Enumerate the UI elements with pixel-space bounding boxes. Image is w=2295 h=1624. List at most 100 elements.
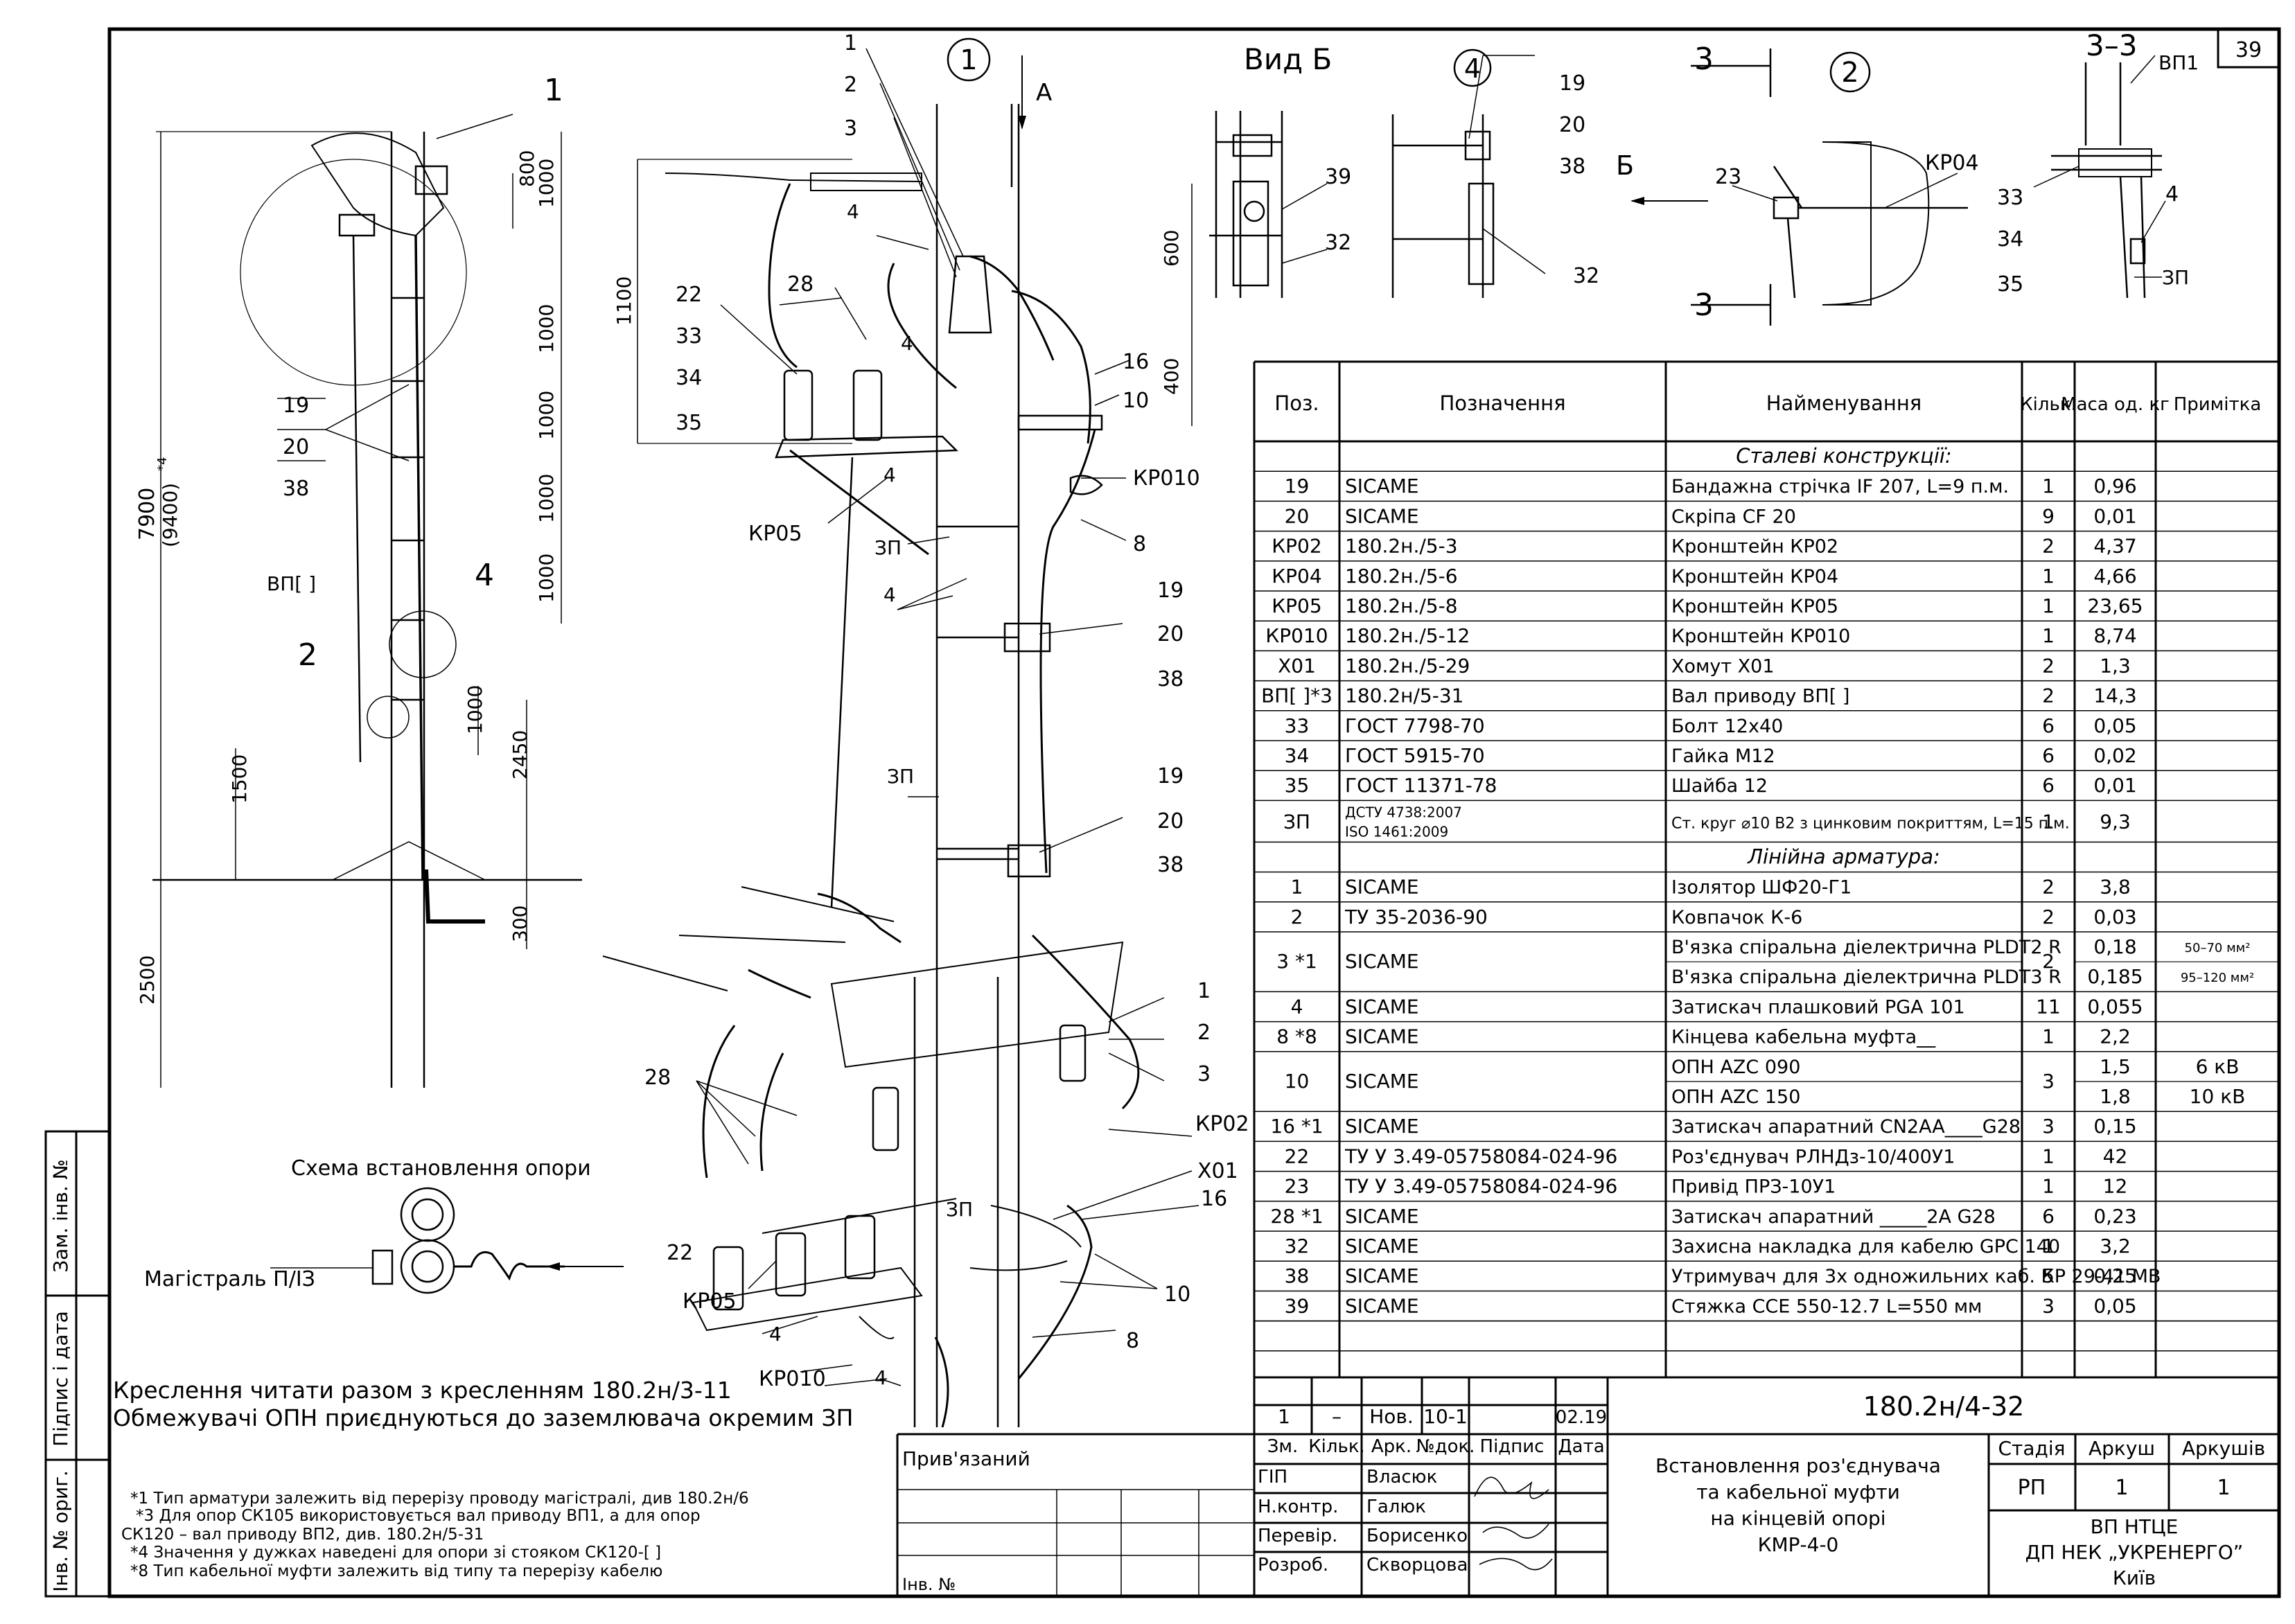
bom-row-designation: SICAME <box>1345 504 1419 527</box>
bom-row-name: Кінцева кабельна муфта__ <box>1671 1027 1936 1048</box>
name-vlasiuk: Власюк <box>1366 1467 1437 1488</box>
role-gip: ГІП <box>1258 1467 1287 1488</box>
bom-section-fittings: Лінійна арматура: <box>1747 845 1940 868</box>
bom-row-name: Кронштейн КР05 <box>1671 596 1838 617</box>
arrow-a-label: А <box>1036 79 1052 107</box>
label-3-iso: 3 <box>1197 1062 1211 1086</box>
name-skvortsova: Скворцова <box>1366 1555 1468 1576</box>
dim-1000-b: 1000 <box>535 304 558 353</box>
label-2-detail: 2 <box>844 73 857 97</box>
label-10-iso: 10 <box>1164 1282 1190 1307</box>
label-1-overall: 1 <box>544 73 563 108</box>
dim-1000-c: 1000 <box>535 391 558 440</box>
label-8-detail: 8 <box>1133 532 1146 556</box>
dim-600: 600 <box>1160 230 1183 267</box>
bom-row-name: В'язка спіральна діелектрична PLDT2 R <box>1671 937 2061 958</box>
bom-row-designation: ГОСТ 7798-70 <box>1345 714 1485 737</box>
bom-row-name: Кронштейн КР02 <box>1671 536 1838 558</box>
bom-row-designation: SICAME <box>1345 1294 1419 1317</box>
bom-row-note: 6 кВ <box>2196 1055 2240 1078</box>
bom-row-poz: ВП[ ]*3 <box>1261 685 1333 707</box>
rev-doc-no: 10-1 <box>1423 1405 1468 1428</box>
bom-row-name: Привід ПРЗ-10У1 <box>1671 1176 1836 1198</box>
label-4-detail-b: 4 <box>901 332 913 355</box>
dim-400: 400 <box>1160 358 1183 395</box>
bom-row-designation: ГОСТ 5915-70 <box>1345 744 1485 767</box>
dim-300: 300 <box>509 906 531 942</box>
bom-row-poz: 16 *1 <box>1270 1115 1323 1138</box>
callout-4-number: 4 <box>1464 53 1481 84</box>
bom-row-mass: 0,05 <box>2093 1294 2136 1317</box>
stamp-inv-orig: Інв. № ориг. <box>49 1470 72 1592</box>
sheet-value: 1 <box>2115 1476 2128 1500</box>
bom-row-name: Ковпачок К-6 <box>1671 907 1802 928</box>
label-38-view4: 38 <box>1559 155 1585 179</box>
footnote-1: *1 Тип арматури залежить від перерізу пр… <box>130 1490 749 1508</box>
bom-row-designation: SICAME <box>1345 1205 1419 1228</box>
bom-row-poz: 28 *1 <box>1270 1205 1323 1228</box>
bom-header-note: Примітка <box>2174 394 2262 415</box>
dim-2450: 2450 <box>509 730 531 779</box>
dim-800: 800 <box>516 150 538 187</box>
bom-row-qty: 3 <box>2042 1070 2055 1093</box>
label-kr05-detail: КР05 <box>748 522 802 546</box>
section-3-3-title: 3–3 <box>2086 28 2137 62</box>
label-16-detail: 16 <box>1123 350 1149 374</box>
label-kr02-iso: КР02 <box>1195 1112 1249 1136</box>
label-vp-overall: ВП[ ] <box>267 572 316 595</box>
pryvyazanyi-label: Прив'язаний <box>902 1447 1030 1470</box>
label-19-detail-b: 19 <box>1157 764 1184 788</box>
bom-row-poz: 35 <box>1285 774 1310 797</box>
bom-row-poz: ЗП <box>1283 810 1310 833</box>
bom-row-poz: 10 <box>1285 1070 1310 1093</box>
bom-row-qty: 1 <box>2042 1175 2055 1198</box>
bom-row-qty: 6 <box>2042 774 2055 797</box>
bom-row-qty: 1 <box>2042 810 2055 833</box>
bom-row-qty: 1 <box>2042 565 2055 588</box>
label-23-view2: 23 <box>1715 165 1741 189</box>
bom-row-designation: ТУ 35-2036-90 <box>1344 906 1488 928</box>
label-32-view4: 32 <box>1573 264 1599 288</box>
org-line-2: ДП НЕК „УКРЕНЕРГО” <box>2025 1541 2244 1564</box>
section-3-3-view <box>2033 55 2166 299</box>
bom-row-poz: 22 <box>1285 1145 1310 1167</box>
bom-row-designation: SICAME <box>1345 1025 1419 1048</box>
left-stamp <box>44 1130 111 1598</box>
callout-2-number: 2 <box>1841 57 1858 89</box>
bom-row-mass-2: 1,8 <box>2100 1085 2131 1108</box>
label-34-detail: 34 <box>676 366 702 390</box>
label-2-overall: 2 <box>298 637 317 673</box>
label-20-overall: 20 <box>283 435 309 459</box>
bom-header-name: Найменування <box>1766 391 1922 415</box>
bom-row-designation: 180.2н./5-29 <box>1345 654 1470 677</box>
bom-row-name: Утримувач для 3х одножильних каб. КР 29-… <box>1671 1266 2161 1287</box>
label-kr010-detail: КР010 <box>1133 466 1200 491</box>
label-38-detail-a: 38 <box>1157 667 1184 691</box>
rev-zm-value: 1 <box>1278 1405 1290 1428</box>
role-pereviv: Перевір. <box>1258 1526 1337 1546</box>
bom-row-poz: Х01 <box>1278 654 1316 677</box>
label-kr010-iso: КР010 <box>759 1367 826 1391</box>
bom-row-poz: 38 <box>1285 1264 1310 1287</box>
dim-1000-a: 1000 <box>535 159 558 208</box>
bom-row-name: Гайка М12 <box>1671 745 1775 767</box>
bom-row-qty: 1 <box>2042 1235 2055 1257</box>
bom-section-steel: Сталеві конструкції: <box>1736 444 1951 468</box>
bom-row-mass: 3,2 <box>2100 1235 2131 1257</box>
label-4-iso-a: 4 <box>769 1323 782 1345</box>
label-22-iso: 22 <box>667 1241 693 1265</box>
bom-row-note-2: 10 кВ <box>2190 1085 2246 1108</box>
stage-value: РП <box>2018 1476 2046 1500</box>
bom-row-mass: 8,74 <box>2093 624 2136 647</box>
sheet-header: Аркуш <box>2089 1437 2155 1460</box>
bom-row-designation: SICAME <box>1345 950 1419 973</box>
scheme-main-line: Магістраль П/ІЗ <box>144 1267 315 1291</box>
rev-nov: Нов. <box>1369 1405 1414 1428</box>
bom-row-mass: 0,18 <box>2093 935 2136 958</box>
bom-row-mass: 0,25 <box>2093 1264 2136 1287</box>
bom-row-name: Захисна накладка для кабелю GPC 140 <box>1671 1236 2060 1257</box>
bom-row-designation: ДСТУ 4738:2007 <box>1345 804 1462 820</box>
dim-2500: 2500 <box>136 955 159 1005</box>
org-line-1: ВП НТЦЕ <box>2091 1515 2179 1538</box>
